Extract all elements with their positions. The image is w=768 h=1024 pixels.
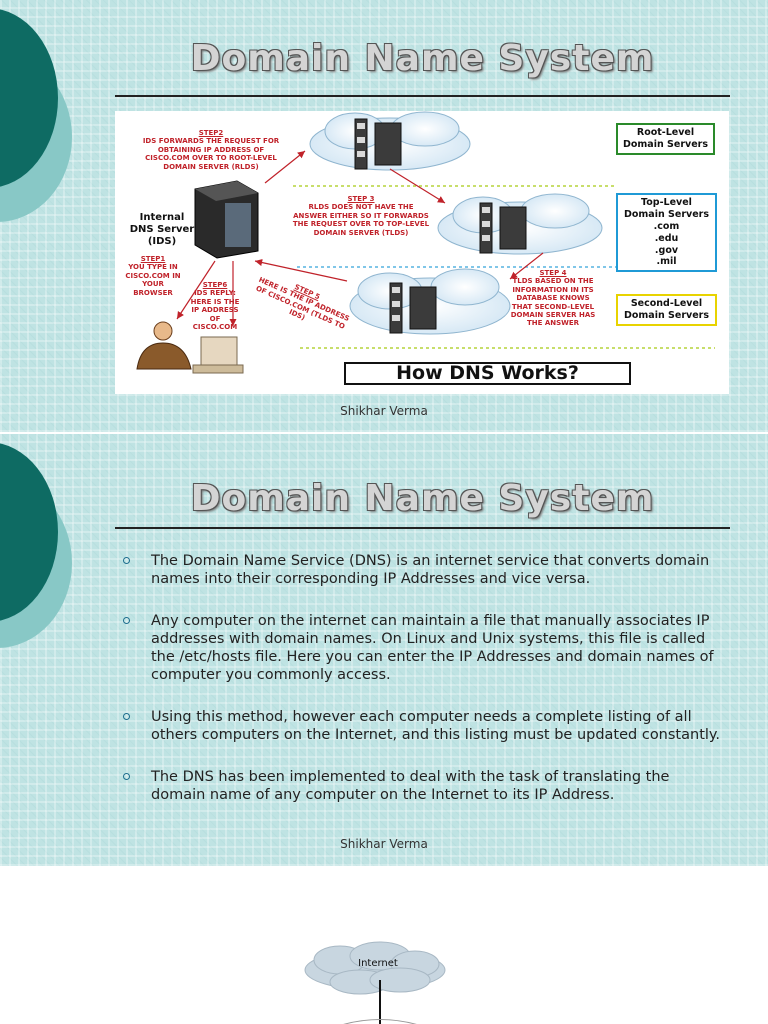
step4-note: Step 4 TLDS based on the information in … (510, 269, 596, 328)
bullet-circle-icon (123, 713, 130, 720)
list-item: Any computer on the internet can maintai… (122, 612, 722, 684)
bullet-circle-icon (123, 557, 130, 564)
slide-1: Domain Name System (0, 0, 768, 432)
list-item: The Domain Name Service (DNS) is an inte… (122, 552, 722, 588)
node-arc (343, 1019, 417, 1024)
how-dns-works-banner: How DNS Works? (344, 362, 631, 385)
bullet-circle-icon (123, 617, 130, 624)
slide-title: Domain Name System (190, 478, 655, 519)
bullet-list: The Domain Name Service (DNS) is an inte… (122, 552, 722, 804)
step6-note: Step6 IDS Reply: Here is the IP Address … (190, 281, 240, 331)
top-level-label: Top-Level Domain Servers (624, 197, 709, 220)
tld-item: .com (653, 220, 680, 232)
step3-note: Step 3 RLDS does not have the answer eit… (292, 195, 430, 237)
bullet-circle-icon (123, 773, 130, 780)
dns-diagram: Step2 IDS forwards the request for obtai… (115, 111, 729, 394)
ids-label: Internal DNS Server (IDS) (129, 212, 195, 247)
step2-note: Step2 IDS forwards the request for obtai… (142, 129, 280, 171)
tld-item: .mil (656, 256, 677, 268)
tld-item: .gov (654, 244, 679, 256)
flow-arrows (176, 150, 544, 326)
slide-2: Domain Name System The Domain Name Servi… (0, 434, 768, 866)
slide-title: Domain Name System (190, 38, 655, 79)
title-divider (115, 95, 730, 97)
list-item: The DNS has been implemented to deal wit… (122, 768, 722, 804)
title-divider (115, 527, 730, 529)
ids-server-icon (194, 180, 259, 259)
internet-cloud-icon (304, 941, 446, 995)
slide-footer: Shikhar Verma (340, 837, 428, 851)
root-level-box: Root-Level Domain Servers (616, 123, 715, 155)
step1-note: Step1 You type in cisco.com in your brow… (125, 255, 181, 297)
connection-line (379, 980, 381, 1024)
slide-footer: Shikhar Verma (340, 404, 428, 418)
top-level-box: Top-Level Domain Servers .com .edu .gov … (616, 193, 717, 273)
list-item: Using this method, however each computer… (122, 708, 722, 744)
user-at-computer-icon (136, 321, 244, 374)
diagram-graphics (136, 111, 715, 374)
slide-3: Internet (0, 868, 768, 1024)
internet-label: Internet (358, 958, 398, 969)
tld-item: .edu (654, 232, 679, 244)
second-level-box: Second-Level Domain Servers (616, 294, 717, 326)
